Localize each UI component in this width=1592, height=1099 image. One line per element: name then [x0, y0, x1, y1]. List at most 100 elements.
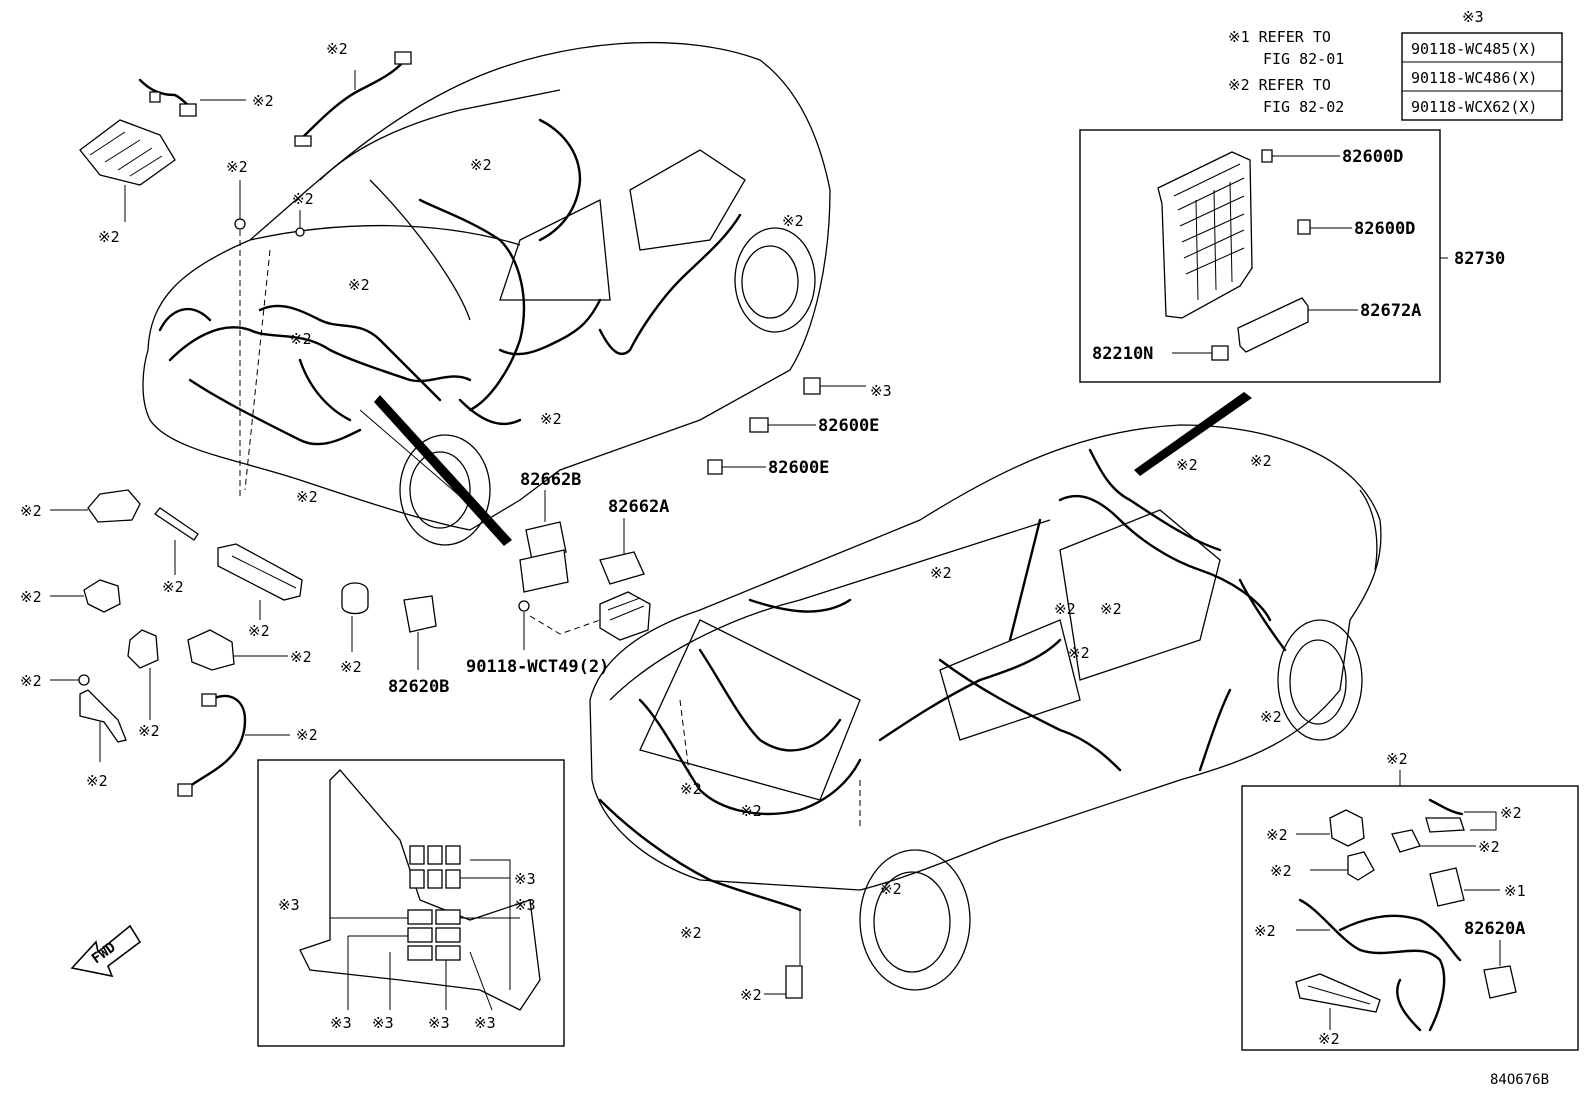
relay-82600d-1 — [1261, 149, 1273, 163]
engine-sub-harness — [79, 119, 176, 186]
reference-notes: ※1 REFER TO FIG 82-01 ※2 REFER TO FIG 82… — [1228, 28, 1344, 116]
rear-car-view — [589, 424, 1382, 999]
ref-2: ※2 — [292, 190, 314, 208]
ref-2: ※2 — [326, 40, 348, 58]
label-82620a: 82620A — [1464, 919, 1525, 939]
ref-2: ※2 — [1318, 1030, 1340, 1048]
ref-3: ※3 — [870, 382, 892, 400]
note-1-figure: FIG 82-01 — [1263, 50, 1344, 68]
label-82672a: 82672A — [1360, 301, 1421, 321]
label-82600d-1: 82600D — [1342, 147, 1403, 167]
cover-82672a — [1237, 297, 1309, 353]
ref-2: ※2 — [470, 156, 492, 174]
ref-2: ※2 — [1386, 750, 1408, 768]
ref-3: ※3 — [514, 870, 536, 888]
ref-2: ※2 — [1254, 922, 1276, 940]
relay-82600d-2 — [1297, 219, 1311, 235]
inset-pointer — [1134, 392, 1252, 476]
ref-2: ※2 — [740, 802, 762, 820]
ref-2: ※2 — [290, 330, 312, 348]
ref-2: ※2 — [1176, 456, 1198, 474]
label-82600e-2: 82600E — [768, 458, 829, 478]
sub-harness-inset: 82620A — [1241, 770, 1579, 1051]
ref-3: ※3 — [474, 1014, 496, 1032]
front-car-view — [142, 41, 831, 546]
ref-2: ※2 — [20, 672, 42, 690]
note-2-refer: ※2 REFER TO — [1228, 76, 1331, 94]
top-left-parts — [79, 51, 412, 237]
ref-2: ※2 — [20, 502, 42, 520]
cover-82662b — [525, 521, 567, 561]
ref-2: ※2 — [740, 986, 762, 1004]
sub-harness-frame — [1241, 785, 1579, 1051]
ref-3: ※3 — [428, 1014, 450, 1032]
ref-2: ※2 — [98, 228, 120, 246]
ref-2: ※2 — [930, 564, 952, 582]
ref-1: ※1 — [1504, 882, 1526, 900]
junction-box-frame — [1079, 129, 1441, 383]
table-row-2: 90118-WC486(X) — [1411, 69, 1537, 87]
ref-2: ※2 — [680, 924, 702, 942]
label-82730: 82730 — [1454, 249, 1505, 269]
fuse-inset-frame — [257, 759, 565, 1047]
ref-2: ※2 — [1500, 804, 1522, 822]
table-header: ※3 — [1462, 8, 1484, 26]
ref-2: ※2 — [1054, 600, 1076, 618]
ref-2: ※2 — [162, 578, 184, 596]
center-parts: 82662B 82662A 90118-WCT49(2) 82600E 8260… — [466, 377, 879, 677]
ref-2: ※2 — [296, 488, 318, 506]
ref-2: ※2 — [226, 158, 248, 176]
relay-82600e-2 — [707, 459, 723, 475]
note-1-refer: ※1 REFER TO — [1228, 28, 1331, 46]
ref-2: ※2 — [252, 92, 274, 110]
ref-2: ※2 — [340, 658, 362, 676]
label-82662b: 82662B — [520, 470, 581, 490]
table-frame — [1401, 32, 1563, 121]
ref-2: ※2 — [296, 726, 318, 744]
table-row-1: 90118-WC485(X) — [1411, 40, 1537, 58]
left-side-parts: 82620B — [50, 489, 449, 797]
ref-2: ※2 — [20, 588, 42, 606]
ref-2: ※2 — [782, 212, 804, 230]
ref-2: ※2 — [1478, 838, 1500, 856]
label-82620b: 82620B — [388, 677, 449, 697]
ref-2: ※2 — [1100, 600, 1122, 618]
label-82662a: 82662A — [608, 497, 669, 517]
ref-3: ※3 — [372, 1014, 394, 1032]
ref-2: ※2 — [880, 880, 902, 898]
fwd-arrow-icon: FWD — [70, 924, 142, 978]
figure-id: 84O676B — [1490, 1072, 1549, 1088]
table-row-3: 90118-WCX62(X) — [1411, 98, 1537, 116]
ref-2: ※2 — [680, 780, 702, 798]
ref-2: ※2 — [1068, 644, 1090, 662]
note-2-figure: FIG 82-02 — [1263, 98, 1344, 116]
label-82600d-2: 82600D — [1354, 219, 1415, 239]
label-90118-wct49: 90118-WCT49(2) — [466, 657, 609, 677]
label-82210n: 82210N — [1092, 344, 1153, 364]
junction-box-inset: 82600D 82600D 82672A 82210N 82730 — [1079, 129, 1505, 383]
junction-block — [1157, 151, 1253, 319]
ref-2: ※2 — [86, 772, 108, 790]
ref-2: ※2 — [138, 722, 160, 740]
ref-3: ※3 — [330, 1014, 352, 1032]
relay-x3 — [803, 377, 821, 395]
ref-2: ※2 — [348, 276, 370, 294]
ref-2: ※2 — [248, 622, 270, 640]
fuse-82210n — [1211, 345, 1229, 361]
ref-2: ※2 — [1266, 826, 1288, 844]
cover-82662a — [599, 551, 645, 585]
ref-2: ※2 — [1250, 452, 1272, 470]
ref-2: ※2 — [290, 648, 312, 666]
ref-2: ※2 — [540, 410, 562, 428]
ref-2: ※2 — [1260, 708, 1282, 726]
relay-block-82620b — [403, 595, 437, 633]
relay-82600e-1 — [749, 417, 769, 433]
label-82600e-1: 82600E — [818, 416, 879, 436]
fuse-slots — [407, 845, 461, 961]
reference-labels: ※2 ※2 ※2 ※2 ※2 ※2 ※2 ※2 ※2 ※2 ※2 ※2 ※2 ※… — [20, 40, 1526, 1048]
fuse-block — [599, 591, 651, 641]
ref-2: ※2 — [1270, 862, 1292, 880]
bracket-1 — [87, 489, 141, 523]
ref-3: ※3 — [514, 896, 536, 914]
